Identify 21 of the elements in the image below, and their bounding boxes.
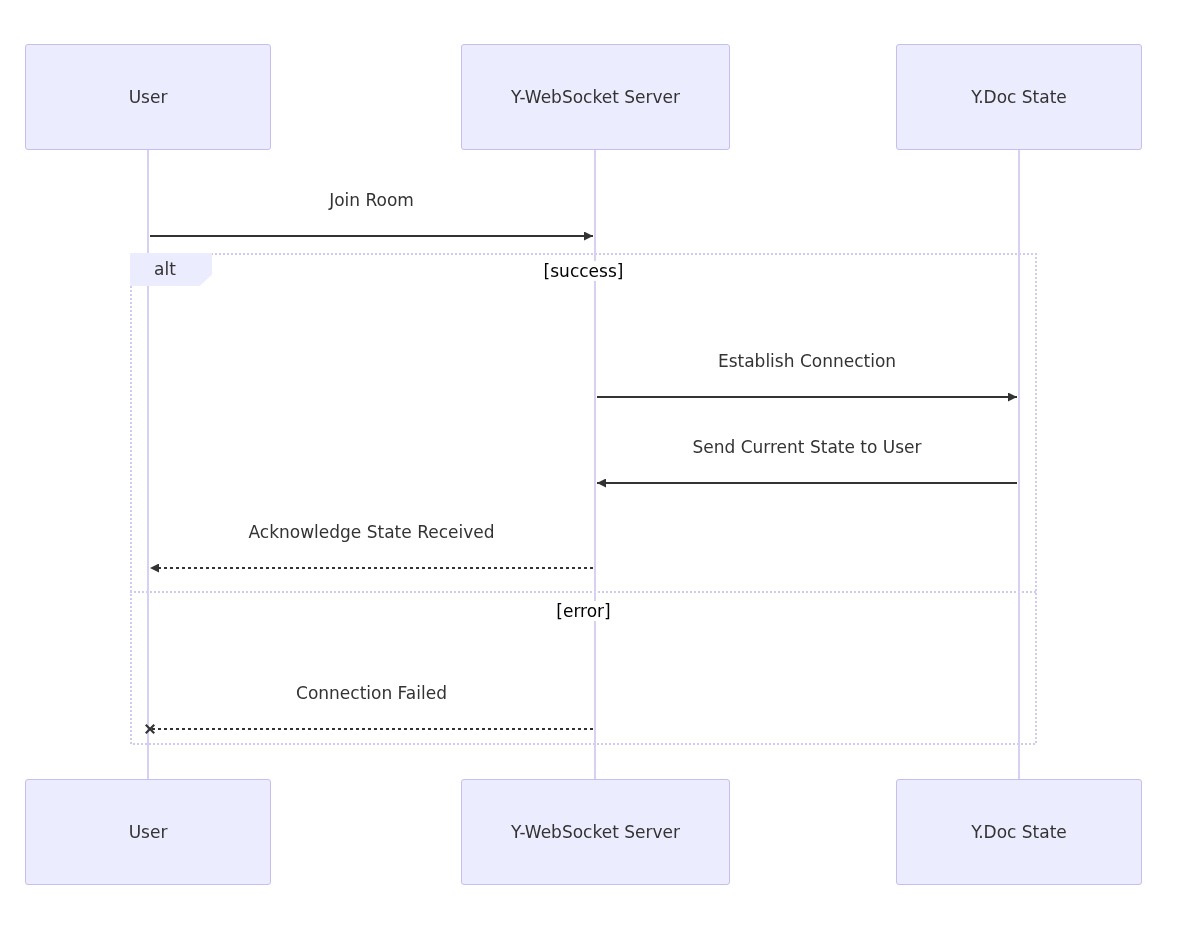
message-label: Acknowledge State Received bbox=[248, 521, 495, 544]
participant-box: Y.Doc State bbox=[896, 44, 1142, 150]
message-arrow bbox=[596, 478, 1018, 488]
participant-box: Y.Doc State bbox=[896, 779, 1142, 885]
message-arrow bbox=[149, 563, 594, 573]
message-arrow bbox=[149, 231, 594, 241]
participant-box: User bbox=[25, 779, 271, 885]
frame-tab-label: alt bbox=[130, 253, 212, 286]
lifeline bbox=[594, 150, 596, 779]
guard-condition: [error] bbox=[554, 601, 613, 621]
participant-box: User bbox=[25, 44, 271, 150]
message-label: Connection Failed bbox=[296, 682, 447, 705]
lifeline bbox=[1018, 150, 1020, 779]
message-arrow bbox=[145, 724, 594, 734]
lifeline bbox=[147, 150, 149, 779]
message-label: Send Current State to User bbox=[692, 436, 922, 459]
message-label: Establish Connection bbox=[717, 350, 897, 373]
participant-box: Y-WebSocket Server bbox=[461, 779, 730, 885]
message-label: Join Room bbox=[329, 189, 414, 212]
message-arrow bbox=[596, 392, 1018, 402]
participant-box: Y-WebSocket Server bbox=[461, 44, 730, 150]
